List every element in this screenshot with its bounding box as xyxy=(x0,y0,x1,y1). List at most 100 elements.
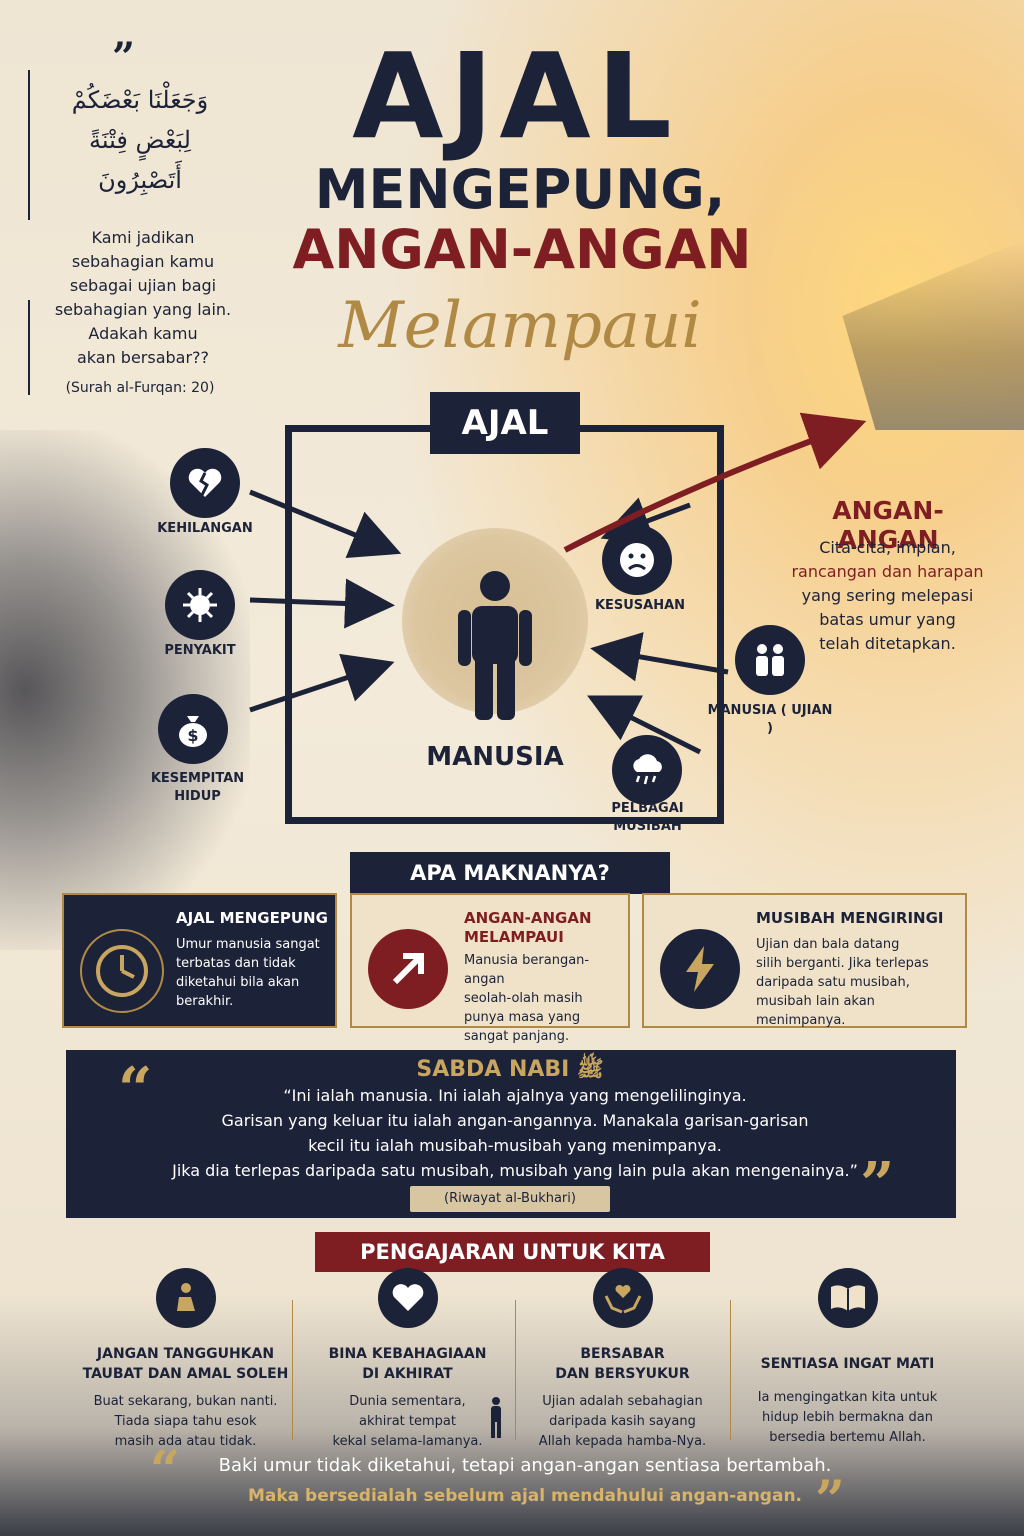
hadith-line: kecil itu ialah musibah-musibah yang men… xyxy=(308,1136,722,1155)
divider xyxy=(28,70,30,220)
walking-person-icon xyxy=(491,1397,501,1438)
desc-line: sangat panjang. xyxy=(464,1029,570,1044)
lesson-title: SENTIASA INGAT MATI xyxy=(760,1356,935,1372)
desc-line: Tiada siapa tahu esok xyxy=(114,1414,257,1429)
label-penyakit: PENYAKIT xyxy=(164,643,236,658)
desc-line: musibah lain akan xyxy=(756,994,875,1009)
lesson-title: BINA KEBAHAGIAAN DI AKHIRAT xyxy=(300,1344,515,1384)
title-line: DI AKHIRAT xyxy=(362,1366,453,1382)
desc-line: terbatas dan tidak xyxy=(176,956,296,971)
arabic-line: أَتَصْبِرُونَ xyxy=(98,166,182,194)
arabic-line: وَجَعَلْنَا بَعْضَكُمْ xyxy=(71,86,209,114)
center-label: MANUSIA xyxy=(426,742,564,772)
card-description: Manusia berangan-angan seolah-olah masih… xyxy=(464,951,628,1046)
storm-cloud-icon xyxy=(612,735,682,805)
divider xyxy=(292,1300,293,1440)
angan-angan-heading: ANGAN-ANGAN xyxy=(832,496,944,554)
arabic-line: لِبَعْضٍ فِتْنَةً xyxy=(89,126,191,154)
card-title: AJAL MENGEPUNG xyxy=(176,909,328,927)
lesson-description: Ujian adalah sebahagian daripada kasih s… xyxy=(515,1392,730,1452)
desc-line: akhirat tempat xyxy=(359,1414,456,1429)
title-line: ANGAN-ANGAN xyxy=(464,909,592,927)
desc-line: punya masa yang xyxy=(464,1010,581,1025)
verse-line: sebagai ujian bagi xyxy=(69,276,217,295)
hadith-line: Jika dia terlepas daripada satu musibah,… xyxy=(172,1161,858,1180)
sabda-title: SABDA NABI ﷺ xyxy=(416,1057,604,1082)
lesson-description: Dunia sementara, akhirat tempat kekal se… xyxy=(300,1392,515,1452)
verse-line: sebahagian yang lain. xyxy=(54,300,232,319)
arrow-penyakit xyxy=(249,578,395,629)
card-ajal-mengepung: AJAL MENGEPUNG Umur manusia sangat terba… xyxy=(62,893,337,1028)
desc-line: masih ada atau tidak. xyxy=(114,1434,257,1449)
desc-line: diketahui bila akan xyxy=(176,975,300,990)
title-line: BERSABAR xyxy=(580,1346,665,1362)
sad-face-icon xyxy=(602,525,672,595)
arrow-angan-angan xyxy=(563,412,867,553)
quote-mark-icon: ” xyxy=(112,34,136,81)
lesson-description: Buat sekarang, bukan nanti. Tiada siapa … xyxy=(78,1392,293,1452)
desc-line: daripada satu musibah, xyxy=(756,975,910,990)
desc-line: hidup lebih bermakna dan xyxy=(762,1410,933,1425)
label-kesusahan: KESUSAHAN xyxy=(594,598,686,613)
title-line: MELAMPAUI xyxy=(464,928,564,946)
angan-angan-description: Cita-cita, impian, rancangan dan harapan… xyxy=(780,536,995,656)
title-line: TAUBAT DAN AMAL SOLEH xyxy=(82,1366,289,1382)
apa-maknanya-banner: APA MAKNANYA? xyxy=(350,852,670,894)
desc-line: Ujian adalah sebahagian xyxy=(542,1394,703,1409)
verse-translation: Kami jadikan sebahagian kamu sebagai uji… xyxy=(38,226,248,370)
divider xyxy=(28,300,30,395)
verse-line: Adakah kamu xyxy=(88,324,198,343)
desc-line: rancangan dan harapan xyxy=(791,562,984,581)
title-angan-angan: ANGAN-ANGAN xyxy=(292,218,752,281)
lesson-akhirat: BINA KEBAHAGIAAN DI AKHIRAT Dunia sement… xyxy=(300,1268,515,1452)
hands-heart-icon xyxy=(592,1268,653,1328)
desc-line: Ia mengingatkan kita untuk xyxy=(757,1390,938,1405)
verse-line: akan bersabar?? xyxy=(76,348,210,367)
desc-line: Manusia berangan-angan xyxy=(464,953,590,987)
heart-icon xyxy=(377,1268,438,1328)
broken-heart-icon xyxy=(170,448,240,518)
hadith-line: “Ini ialah manusia. Ini ialah ajalnya ya… xyxy=(283,1086,747,1105)
title-mengepung: MENGEPUNG, xyxy=(314,158,726,221)
label-manusia-ujian: MANUSIA ( UJIAN ) xyxy=(707,703,833,736)
lesson-ingat-mati: SENTIASA INGAT MATI Ia mengingatkan kita… xyxy=(740,1268,955,1448)
footer-open-quote-icon: “ xyxy=(150,1440,180,1501)
divider xyxy=(515,1300,516,1440)
desc-line: batas umur yang xyxy=(819,610,956,629)
svg-text:$: $ xyxy=(187,726,198,745)
desc-line: Umur manusia sangat xyxy=(176,937,320,952)
desc-line: Dunia sementara, xyxy=(349,1394,466,1409)
hills-background xyxy=(0,1296,1024,1536)
virus-icon xyxy=(165,570,235,640)
desc-line: bersedia bertemu Allah. xyxy=(769,1430,926,1445)
verse-line: sebahagian kamu xyxy=(71,252,215,271)
lesson-taubat: JANGAN TANGGUHKAN TAUBAT DAN AMAL SOLEH … xyxy=(78,1268,293,1452)
card-musibah-mengiringi: MUSIBAH MENGIRINGI Ujian dan bala datang… xyxy=(642,893,967,1028)
people-icon xyxy=(735,625,805,695)
divider xyxy=(730,1300,731,1440)
desc-line: berakhir. xyxy=(176,994,234,1009)
desc-line: kekal selama-lamanya. xyxy=(332,1434,483,1449)
arrow-kesempitan xyxy=(249,653,395,713)
verse-line: Kami jadikan xyxy=(91,228,195,247)
title-line: JANGAN TANGGUHKAN xyxy=(96,1346,275,1362)
diagram-arrows xyxy=(249,412,867,755)
desc-line: Cita-cita, impian, xyxy=(819,538,956,557)
card-angan-angan-melampaui: ANGAN-ANGAN MELAMPAUI Manusia berangan-a… xyxy=(350,893,630,1044)
desc-line: Ujian dan bala datang xyxy=(756,937,900,952)
card-title: ANGAN-ANGAN MELAMPAUI xyxy=(464,909,592,947)
lesson-title: BERSABAR DAN BERSYUKUR xyxy=(515,1344,730,1384)
arrow-manusia-ujian xyxy=(590,632,729,682)
ajal-frame-label: AJAL xyxy=(430,392,580,454)
desc-line: daripada kasih sayang xyxy=(549,1414,696,1429)
verse-source: (Surah al-Furqan: 20) xyxy=(65,380,215,396)
money-bag-icon: $ xyxy=(158,694,228,764)
title-ajal: AJAL xyxy=(352,27,678,165)
label-kesempitan-hidup: KESEMPITAN HIDUP xyxy=(150,771,245,804)
arrow-kehilangan xyxy=(249,489,402,559)
title-melampaui: Melampaui xyxy=(338,289,702,363)
desc-line: yang sering melepasi xyxy=(801,586,974,605)
desc-line: menimpanya. xyxy=(756,1013,846,1028)
arabic-verse: وَجَعَلْنَا بَعْضَكُمْ لِبَعْضٍ فِتْنَةً… xyxy=(40,80,240,200)
arrow-musibah xyxy=(587,695,702,755)
